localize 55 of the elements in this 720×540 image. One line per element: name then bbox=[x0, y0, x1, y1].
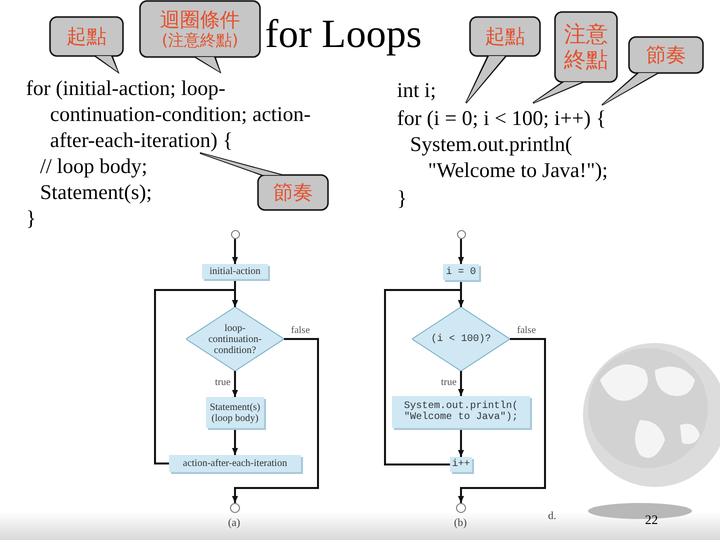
callout-text: 迴圈條件 bbox=[160, 7, 240, 32]
code-line: } bbox=[26, 206, 36, 230]
arrow bbox=[384, 289, 464, 466]
edge-label: true bbox=[440, 377, 458, 388]
callout-bubble bbox=[532, 11, 618, 104]
arrow bbox=[232, 371, 238, 397]
code-line: "Welcome to Java!"); bbox=[428, 158, 608, 182]
code-line: System.out.println( bbox=[410, 132, 572, 156]
page-number: 22 bbox=[645, 512, 658, 528]
decision-diamond bbox=[186, 307, 284, 371]
callout-bubble bbox=[199, 152, 329, 211]
figure-caption: (a) bbox=[228, 517, 240, 529]
callout-text: 起點 bbox=[66, 24, 106, 48]
callout-text: 節奏 bbox=[646, 42, 686, 66]
code-line: int i; bbox=[397, 78, 436, 102]
edge-label: false bbox=[290, 325, 311, 336]
code-line: after-each-iteration) { bbox=[50, 128, 233, 152]
arrow bbox=[232, 338, 319, 503]
code-line: Statement(s); bbox=[40, 180, 152, 204]
process-box: System.out.println( "Welcome to Java"); bbox=[392, 396, 530, 428]
callout-bubble bbox=[139, 0, 261, 74]
terminal-circle bbox=[230, 503, 240, 513]
process-box: i = 0 bbox=[443, 264, 479, 280]
terminal-circle bbox=[456, 503, 466, 513]
terminal-circle bbox=[456, 230, 466, 239]
arrow bbox=[232, 239, 238, 264]
process-box: i++ bbox=[450, 457, 472, 472]
edge-label: true bbox=[214, 377, 232, 388]
process-box: action-after-each-iteration bbox=[169, 455, 301, 472]
process-box: initial-action bbox=[202, 264, 268, 279]
process-box: Statement(s) (loop body) bbox=[206, 397, 264, 428]
edge-label: false bbox=[516, 325, 537, 336]
code-line: continuation-condition; action- bbox=[50, 102, 311, 126]
code-line: for (i = 0; i < 100; i++) { bbox=[397, 106, 606, 130]
callout-text: 起點 bbox=[485, 24, 525, 48]
code-line: for (initial-action; loop- bbox=[26, 76, 226, 100]
callout-bubble bbox=[465, 16, 541, 104]
callout-text: (注意終點) bbox=[162, 30, 238, 50]
callout-text: 節奏 bbox=[273, 180, 313, 204]
decision-text: (i < 100)? bbox=[430, 334, 491, 344]
arrow bbox=[458, 239, 464, 264]
decision-diamond bbox=[412, 307, 510, 371]
figure-caption: d. bbox=[548, 510, 556, 522]
slide-title: for Loops bbox=[265, 10, 422, 57]
code-line: // loop body; bbox=[40, 154, 148, 178]
arrow bbox=[458, 338, 546, 503]
callout-bubble bbox=[49, 16, 124, 74]
arrow bbox=[154, 289, 238, 464]
arrow bbox=[458, 371, 464, 396]
callout-text: 注意終點 bbox=[564, 22, 608, 73]
code-line: } bbox=[397, 186, 408, 210]
decision-text: loop-continuation-condition? bbox=[207, 322, 263, 356]
terminal-circle bbox=[230, 230, 240, 239]
arrow bbox=[458, 428, 464, 457]
arrow bbox=[232, 428, 238, 455]
